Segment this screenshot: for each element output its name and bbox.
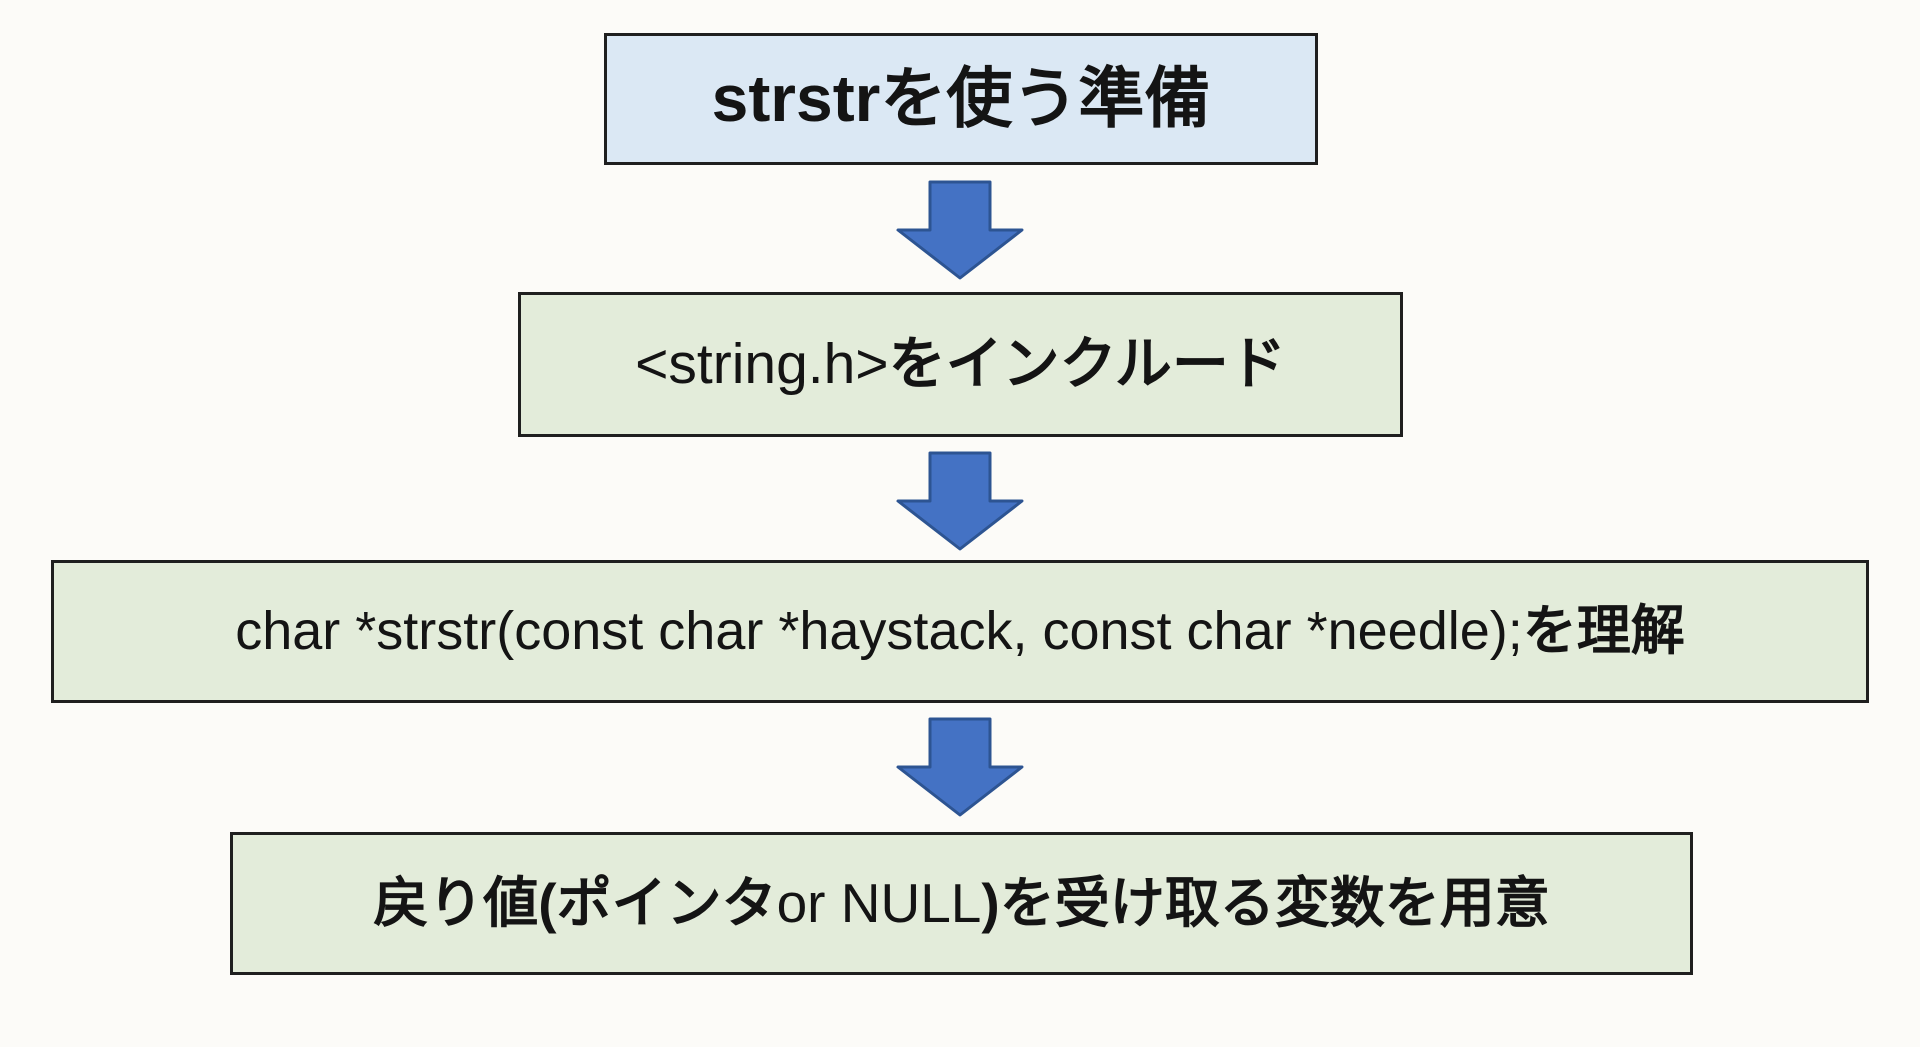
- step-box-function-signature: char *strstr(const char *haystack, const…: [51, 560, 1869, 703]
- step-signature-jp-text: を理解: [1522, 601, 1685, 662]
- down-arrow-icon: [896, 717, 1024, 817]
- down-arrow-icon: [896, 180, 1024, 280]
- step-signature-code-text: char *strstr(const char *haystack, const…: [235, 601, 1523, 662]
- step-box-include-header: <string.h>をインクルード: [518, 292, 1403, 437]
- title-box: strstrを使う準備: [604, 33, 1318, 165]
- down-arrow-icon: [896, 451, 1024, 551]
- step-return-code-text: or NULL: [776, 871, 982, 934]
- step-return-jp-text-1: 戻り値(ポインタ: [373, 871, 777, 934]
- step-include-code-text: <string.h>: [635, 331, 889, 396]
- step-include-jp-text: をインクルード: [888, 331, 1286, 396]
- title-text: strstrを使う準備: [711, 61, 1211, 136]
- step-return-jp-text-2: )を受け取る変数を用意: [981, 871, 1550, 934]
- step-box-return-variable: 戻り値(ポインタ or NULL)を受け取る変数を用意: [230, 832, 1693, 975]
